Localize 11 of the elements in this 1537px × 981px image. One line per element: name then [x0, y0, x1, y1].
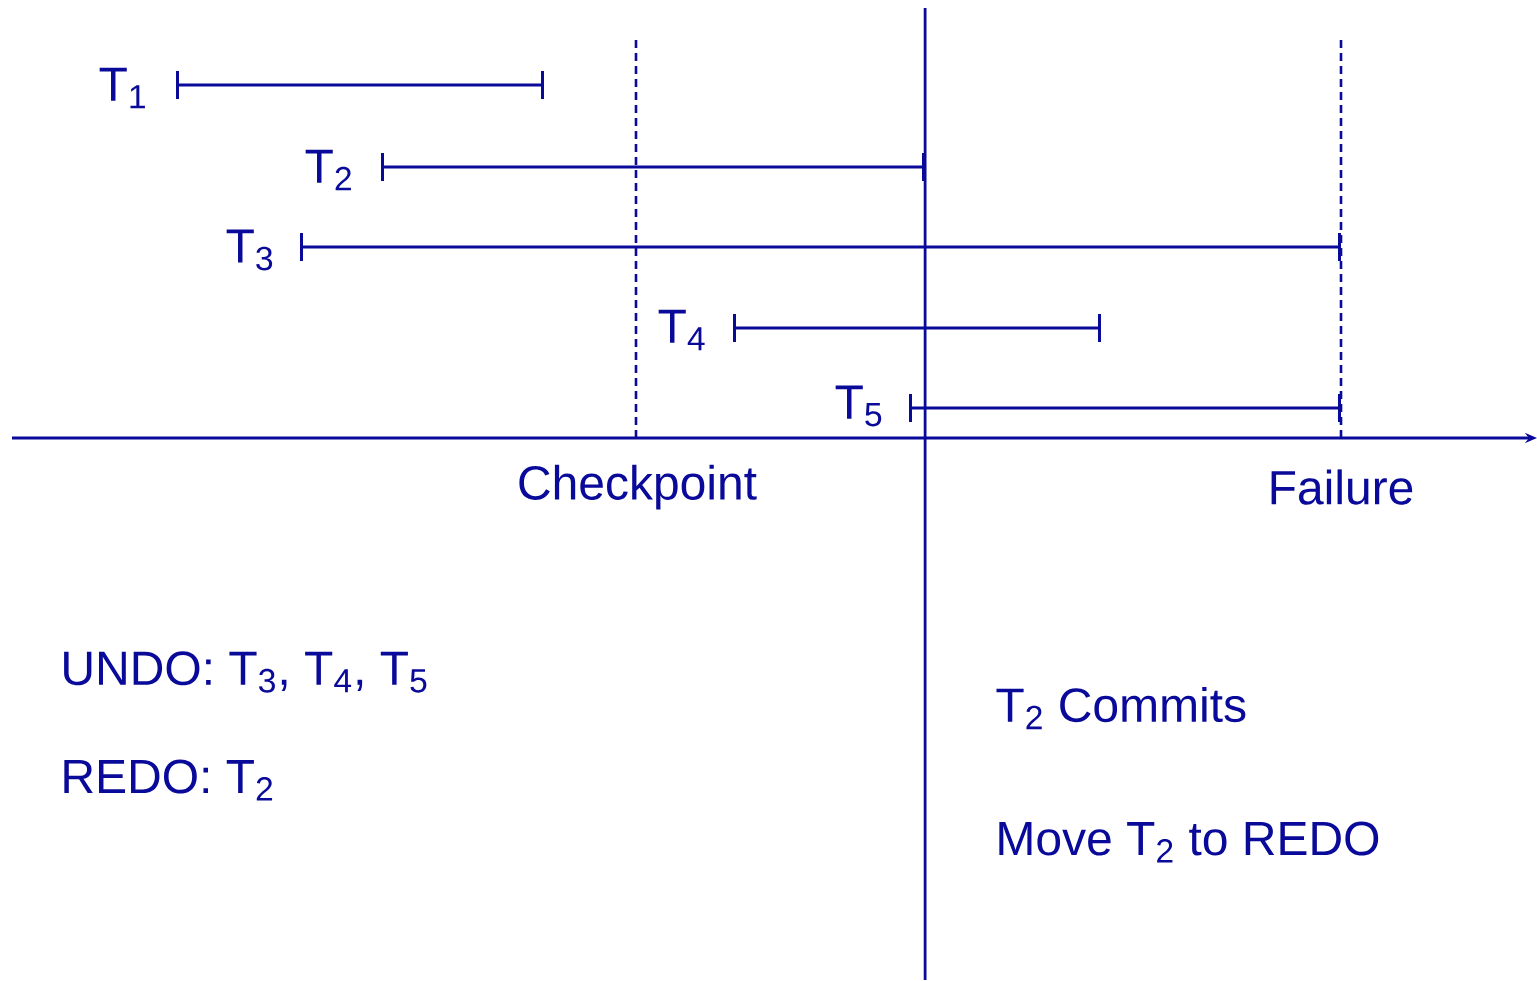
- transaction-label: T$_{3}$: [226, 229, 273, 271]
- note-text: T$_{2}$ Commits: [996, 686, 1246, 730]
- transaction-label: T$_{2}$: [305, 149, 351, 191]
- note-text: Move T$_{2}$ to REDO: [999, 821, 1379, 863]
- transaction-label: T$_{4}$: [658, 309, 705, 351]
- time-label: Failure: [1271, 469, 1413, 505]
- time-label: Checkpoint: [519, 464, 757, 510]
- transaction-label: T$_{1}$: [99, 67, 145, 109]
- transaction-label: T$_{5}$: [835, 385, 882, 427]
- note-text: REDO: T$_{2}$: [64, 759, 273, 801]
- note-text: UNDO: T$_{3}$, T$_{4}$, T$_{5}$: [64, 651, 427, 693]
